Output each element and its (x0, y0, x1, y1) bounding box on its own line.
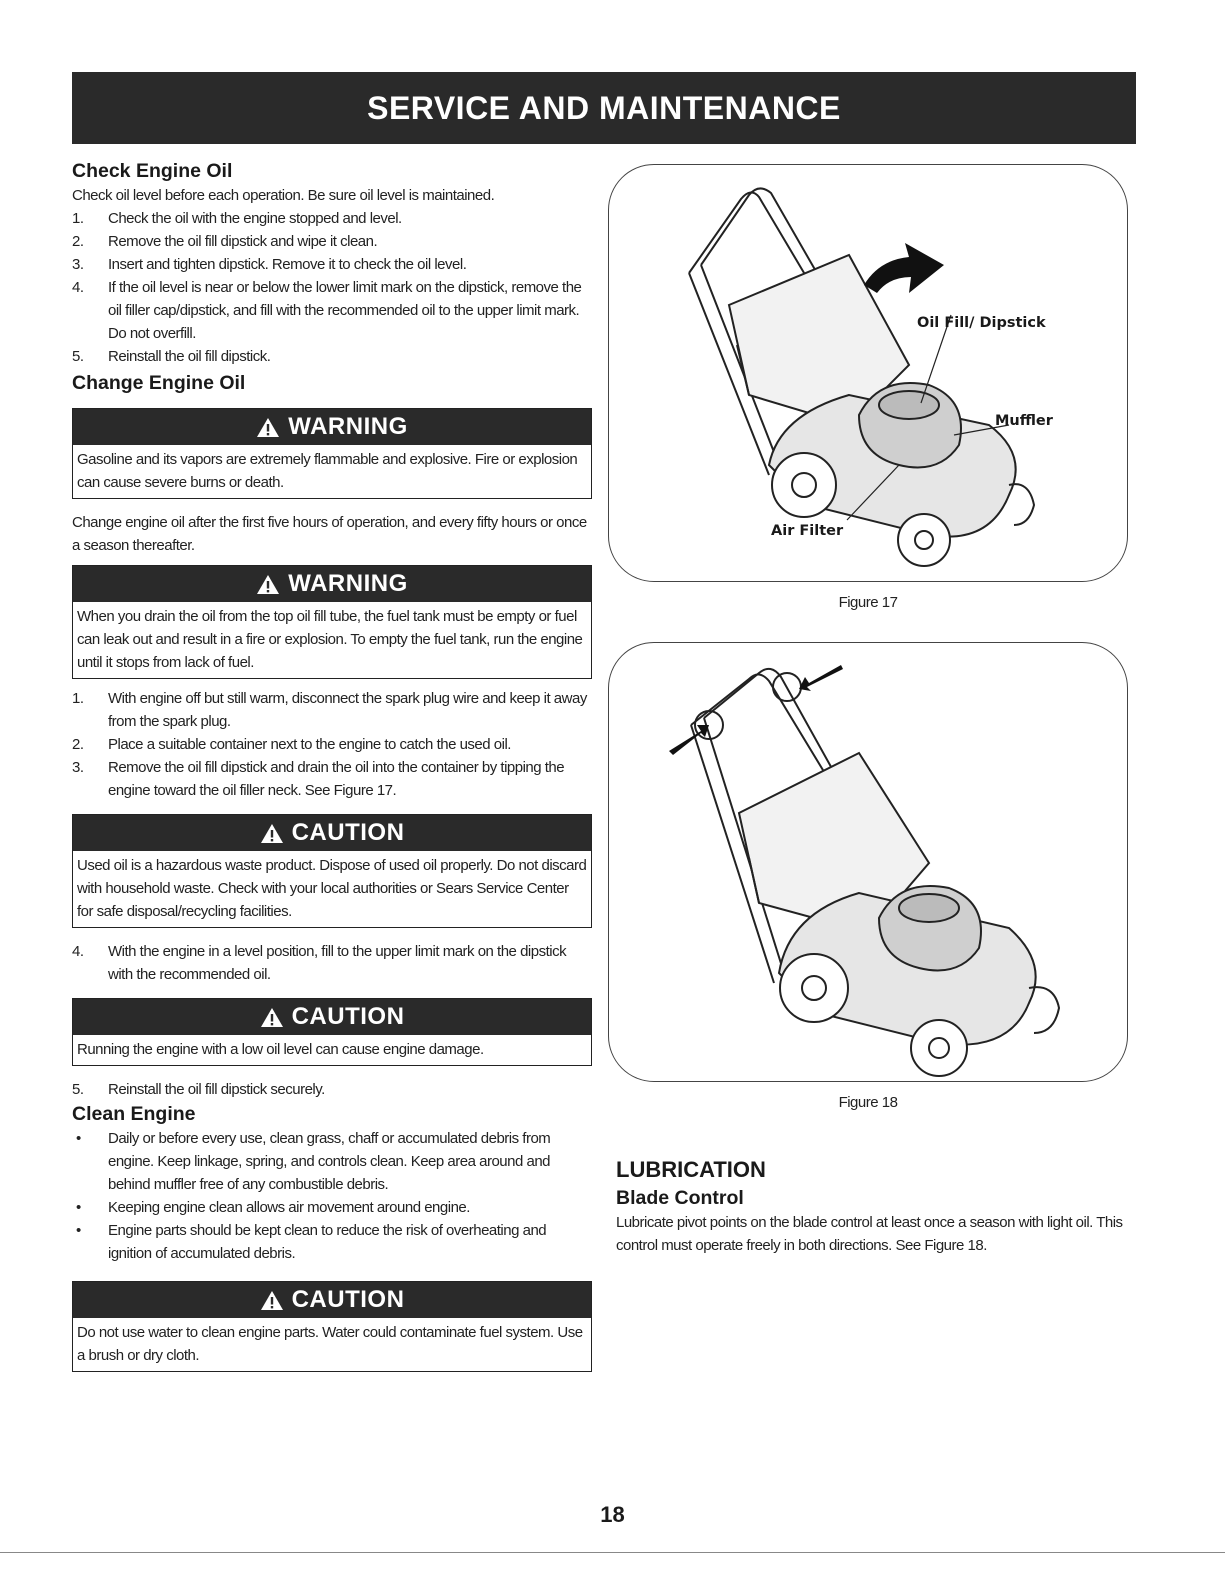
list-item: •Daily or before every use, clean grass,… (76, 1130, 551, 1193)
warning-heading: WARNING (288, 570, 408, 597)
label-muffler: Muffler (995, 413, 1053, 429)
warning-triangle-icon (260, 1290, 284, 1311)
change-oil-title: Change Engine Oil (72, 372, 246, 394)
figure-17-caption: Figure 17 (838, 594, 898, 611)
figure-18 (608, 642, 1128, 1082)
arrow-icon (669, 725, 709, 755)
list-item: 2.Place a suitable container next to the… (72, 736, 511, 753)
list-item: 5.Reinstall the oil fill dipstick. (72, 348, 271, 365)
change-oil-steps: 1.With engine off but still warm, discon… (72, 687, 592, 802)
list-item: •Engine parts should be kept clean to re… (76, 1222, 547, 1262)
change-oil-step-4: 4.With the engine in a level position, f… (72, 940, 592, 986)
page-divider (0, 1552, 1225, 1553)
list-item: 3.Insert and tighten dipstick. Remove it… (72, 256, 467, 273)
list-item: •Keeping engine clean allows air movemen… (76, 1199, 470, 1216)
warning-heading: WARNING (288, 413, 408, 440)
lawn-mower-illustration (669, 665, 1061, 1077)
figure-17: Oil Fill/ Dipstick Muffler Air Filter (608, 164, 1128, 582)
warning-triangle-icon (260, 823, 284, 844)
page-number: 18 (600, 1502, 625, 1527)
change-oil-step-5: 5.Reinstall the oil fill dipstick secure… (72, 1078, 592, 1101)
section-banner: SERVICE AND MAINTENANCE (72, 72, 1136, 144)
caution-heading: CAUTION (291, 1286, 405, 1313)
warning-triangle-icon (256, 574, 280, 595)
lawn-mower-illustration (688, 187, 1036, 567)
list-item: 4.With the engine in a level position, f… (72, 943, 567, 983)
left-column: Check Engine Oil Check oil level before … (72, 158, 592, 1380)
warning-triangle-icon (260, 1007, 284, 1028)
caution-text: Do not use water to clean engine parts. … (77, 1324, 583, 1364)
check-oil-steps: 1.Check the oil with the engine stopped … (72, 207, 592, 368)
lubrication-title: LUBRICATION (616, 1157, 766, 1182)
caution-text: Running the engine with a low oil level … (77, 1041, 484, 1058)
warning-box-fuel: WARNING When you drain the oil from the … (72, 565, 592, 679)
figure-18-caption: Figure 18 (838, 1094, 898, 1111)
check-oil-intro: Check oil level before each operation. B… (72, 187, 495, 204)
lubrication-section: LUBRICATION Blade Control Lubricate pivo… (616, 1155, 1136, 1257)
clean-engine-title: Clean Engine (72, 1103, 196, 1125)
list-item: 2.Remove the oil fill dipstick and wipe … (72, 233, 378, 250)
caution-box-low-oil: CAUTION Running the engine with a low oi… (72, 998, 592, 1066)
blade-control-title: Blade Control (616, 1187, 744, 1209)
caution-box-water: CAUTION Do not use water to clean engine… (72, 1281, 592, 1372)
arrow-icon (864, 243, 944, 293)
caution-heading: CAUTION (291, 1003, 405, 1030)
warning-box-flammable: WARNING Gasoline and its vapors are extr… (72, 408, 592, 499)
change-oil-para: Change engine oil after the first five h… (72, 514, 587, 554)
label-air-filter: Air Filter (771, 523, 844, 539)
caution-box-used-oil: CAUTION Used oil is a hazardous waste pr… (72, 814, 592, 928)
check-oil-title: Check Engine Oil (72, 160, 233, 182)
caution-text: Used oil is a hazardous waste product. D… (77, 857, 587, 920)
warning-triangle-icon (256, 417, 280, 438)
warning-text: Gasoline and its vapors are extremely fl… (77, 451, 578, 491)
clean-engine-bullets: •Daily or before every use, clean grass,… (72, 1127, 592, 1265)
warning-text: When you drain the oil from the top oil … (77, 608, 583, 671)
list-item: 3.Remove the oil fill dipstick and drain… (72, 759, 565, 799)
lubrication-text: Lubricate pivot points on the blade cont… (616, 1214, 1123, 1254)
label-oil-fill: Oil Fill/ Dipstick (917, 315, 1046, 331)
list-item: 1.With engine off but still warm, discon… (72, 690, 587, 730)
caution-heading: CAUTION (291, 819, 405, 846)
list-item: 5.Reinstall the oil fill dipstick secure… (72, 1081, 325, 1098)
list-item: 4.If the oil level is near or below the … (72, 279, 582, 342)
list-item: 1.Check the oil with the engine stopped … (72, 210, 402, 227)
arrow-icon (799, 665, 843, 691)
